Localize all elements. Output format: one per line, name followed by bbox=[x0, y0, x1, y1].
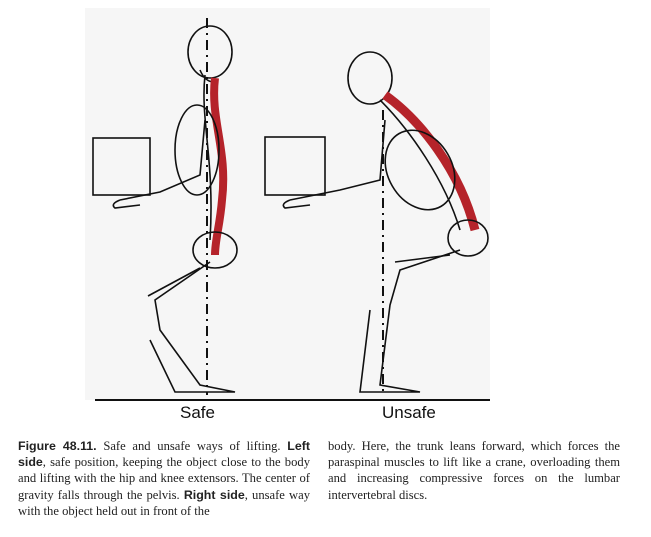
figure-number: Figure 48.11. bbox=[18, 439, 97, 453]
safe-pelvis bbox=[192, 231, 238, 269]
unsafe-ribcage bbox=[384, 129, 456, 211]
caption-bold-right-side: Right side bbox=[183, 487, 245, 502]
safe-label: Safe bbox=[180, 403, 215, 422]
caption-text: body. Here, the trunk leans forward, whi… bbox=[328, 439, 620, 502]
unsafe-label: Unsafe bbox=[382, 403, 436, 422]
lifting-illustration bbox=[85, 8, 490, 401]
safe-ribcage bbox=[174, 104, 220, 196]
safe-paraspinal-muscle bbox=[210, 77, 228, 256]
unsafe-skull bbox=[347, 51, 393, 105]
caption-text: , unsafe way with the object held out in… bbox=[18, 487, 311, 518]
unsafe-box bbox=[264, 136, 326, 196]
safe-skull bbox=[187, 25, 233, 79]
illustration-background bbox=[85, 8, 490, 400]
caption-left-column: Figure 48.11. Safe and unsafe ways of li… bbox=[18, 438, 310, 519]
unsafe-pelvis bbox=[447, 219, 489, 257]
safe-box bbox=[92, 137, 151, 196]
caption-text: , safe position, keeping the object clos… bbox=[18, 455, 310, 502]
unsafe-paraspinal-muscle bbox=[382, 91, 480, 232]
caption-bold-left-side: Left side bbox=[18, 439, 310, 470]
caption-text: Safe and unsafe ways of lifting. bbox=[96, 439, 288, 453]
caption-right-column: body. Here, the trunk leans forward, whi… bbox=[328, 438, 620, 503]
unsafe-skeleton bbox=[264, 51, 489, 393]
